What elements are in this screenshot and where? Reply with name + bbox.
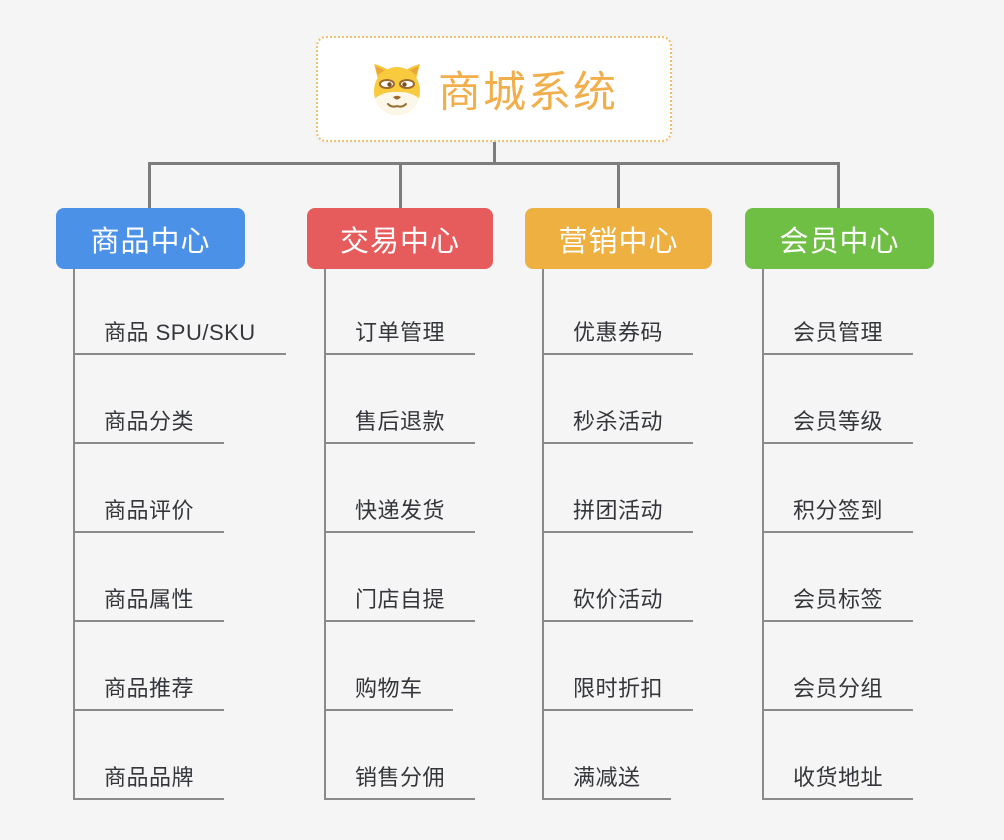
- connector-drop-1: [148, 162, 151, 208]
- leaf-node[interactable]: 售后退款: [324, 408, 476, 444]
- branch-node-orders[interactable]: 交易中心: [307, 208, 493, 269]
- branch-node-members[interactable]: 会员中心: [745, 208, 934, 269]
- leaf-node[interactable]: 商品属性: [73, 586, 225, 622]
- leaf-node[interactable]: 秒杀活动: [542, 408, 694, 444]
- root-node[interactable]: 商城系统: [316, 36, 672, 142]
- leaf-node[interactable]: 商品 SPU/SKU: [73, 319, 286, 355]
- branch-node-products[interactable]: 商品中心: [56, 208, 245, 269]
- leaf-node[interactable]: 会员等级: [762, 408, 914, 444]
- leaf-node[interactable]: 优惠券码: [542, 319, 694, 355]
- connector-drop-2: [399, 162, 402, 208]
- doge-icon: [374, 64, 420, 115]
- leaf-node[interactable]: 商品推荐: [73, 675, 225, 711]
- leaf-node[interactable]: 积分签到: [762, 497, 914, 533]
- leaf-node[interactable]: 购物车: [324, 675, 453, 711]
- leaf-node[interactable]: 砍价活动: [542, 586, 694, 622]
- connector-bus: [148, 162, 840, 165]
- branch-label: 交易中心: [339, 225, 460, 258]
- branch-spine-members: [762, 269, 764, 800]
- branch-spine-orders: [324, 269, 326, 800]
- root-title: 商城系统: [438, 69, 618, 117]
- branch-label: 商品中心: [90, 225, 211, 258]
- leaf-node[interactable]: 商品评价: [73, 497, 225, 533]
- connector-drop-4: [837, 162, 840, 208]
- leaf-node[interactable]: 订单管理: [324, 319, 476, 355]
- leaf-node[interactable]: 限时折扣: [542, 675, 694, 711]
- connector-root-stem: [493, 142, 496, 164]
- leaf-node[interactable]: 满减送: [542, 764, 671, 800]
- leaf-node[interactable]: 会员分组: [762, 675, 914, 711]
- leaf-node[interactable]: 快递发货: [324, 497, 476, 533]
- leaf-node[interactable]: 拼团活动: [542, 497, 694, 533]
- leaf-node[interactable]: 门店自提: [324, 586, 476, 622]
- leaf-node[interactable]: 商品品牌: [73, 764, 225, 800]
- leaf-node[interactable]: 会员标签: [762, 586, 914, 622]
- branch-label: 会员中心: [779, 225, 900, 258]
- leaf-node[interactable]: 会员管理: [762, 319, 914, 355]
- leaf-node[interactable]: 收货地址: [762, 764, 914, 800]
- branch-spine-products: [73, 269, 75, 800]
- branch-spine-marketing: [542, 269, 544, 800]
- branch-label: 营销中心: [558, 225, 679, 258]
- branch-node-marketing[interactable]: 营销中心: [525, 208, 712, 269]
- leaf-node[interactable]: 销售分佣: [324, 764, 476, 800]
- connector-drop-3: [617, 162, 620, 208]
- leaf-node[interactable]: 商品分类: [73, 408, 225, 444]
